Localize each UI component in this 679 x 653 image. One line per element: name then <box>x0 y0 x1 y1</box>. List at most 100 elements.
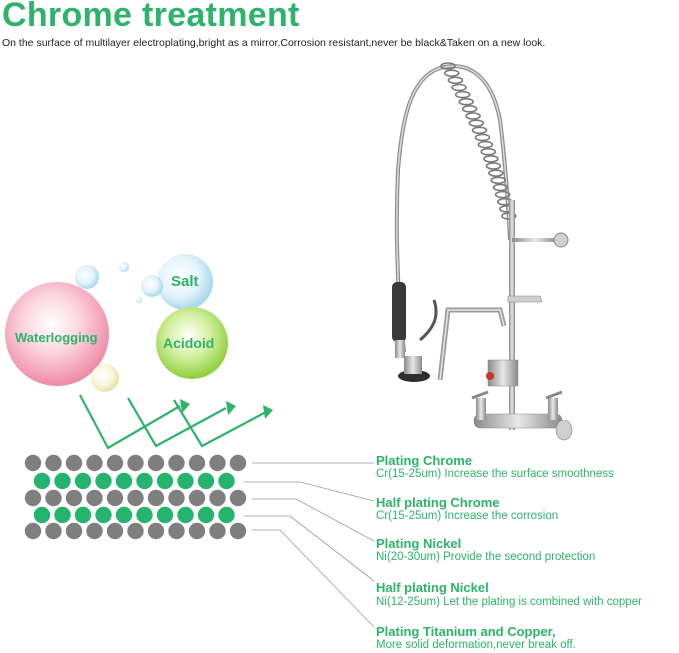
layer-dot <box>156 506 174 524</box>
bubble-small-blue <box>75 265 99 289</box>
leader-lines <box>244 462 375 628</box>
faucet-riser <box>509 200 515 430</box>
layer-dot <box>177 506 194 524</box>
layer-dot <box>74 506 92 524</box>
layer-3-title: Plating Nickel <box>376 536 462 551</box>
layer-dot <box>24 522 42 540</box>
layer-dot <box>209 489 226 507</box>
layer-dot <box>136 506 153 524</box>
layer-dot <box>33 472 51 490</box>
layer-dot <box>229 454 247 472</box>
layer-dot <box>188 489 206 507</box>
layer-2-title: Half plating Chrome <box>376 495 500 510</box>
layer-dot <box>65 489 83 507</box>
spring-coil-ring <box>488 169 504 177</box>
layer-dot <box>95 472 112 490</box>
spring-coil-ring <box>454 90 471 99</box>
spring-coil-ring <box>461 105 478 113</box>
spring-coil-ring <box>451 83 467 92</box>
layer-1-desc: Cr(15-25um) Increase the surface smoothn… <box>376 468 614 480</box>
layer-dot <box>115 472 133 490</box>
layer-dot <box>127 489 144 507</box>
layer-dot <box>95 506 112 524</box>
layer-dot <box>209 522 226 540</box>
bubble-label-acidoid: Acidoid <box>163 335 215 351</box>
bubble-label-salt: Salt <box>171 273 199 290</box>
layer-dot <box>86 454 103 472</box>
layer-3-desc: Ni(20-30um) Provide the second protectio… <box>376 551 596 563</box>
layer-dot <box>45 522 62 540</box>
attack-arrows <box>79 394 273 450</box>
spring-coil-ring <box>440 62 456 70</box>
spring-coil-ring <box>477 140 494 149</box>
layer-dot <box>229 522 247 540</box>
bubble-waterlogging <box>5 282 109 386</box>
layer-4-title: Half plating Nickel <box>376 580 489 595</box>
spring-coil-ring <box>490 176 507 185</box>
bubble-yellow <box>91 364 119 392</box>
layer-dot <box>136 472 153 490</box>
layer-dot <box>45 489 62 507</box>
faucet-image <box>392 62 573 441</box>
spring-coil-ring <box>458 97 475 106</box>
layer-5-title: Plating Titanium and Copper, <box>376 624 556 639</box>
spring-coil-ring <box>485 162 502 170</box>
layer-dot <box>147 489 165 507</box>
bubbles <box>5 254 228 392</box>
layer-dot <box>218 506 235 524</box>
layer-dot <box>188 454 206 472</box>
layer-dot <box>74 472 92 490</box>
page-title: Chrome treatment <box>2 0 300 34</box>
layer-dot <box>229 489 247 507</box>
layer-dot <box>147 454 165 472</box>
layer-dot <box>106 522 124 540</box>
spring-coil-ring <box>474 133 491 142</box>
layer-dot <box>115 506 133 524</box>
page-subtitle: On the surface of multilayer electroplat… <box>2 37 546 49</box>
layer-dot <box>45 454 62 472</box>
spring-coil-ring <box>468 119 485 127</box>
layer-dot <box>86 489 103 507</box>
bubble-label-waterlogging: Waterlogging <box>15 330 98 345</box>
layer-1-title: Plating Chrome <box>376 453 473 468</box>
layer-dot <box>24 454 42 472</box>
layer-dot <box>86 522 103 540</box>
spring-coil-ring <box>494 190 511 199</box>
layer-dot <box>127 522 144 540</box>
layer-dot <box>168 489 185 507</box>
layer-dot <box>188 522 206 540</box>
bubble-tiny-blue <box>119 262 129 272</box>
layer-dot <box>65 454 83 472</box>
layer-dot <box>156 472 174 490</box>
spring-coil-ring <box>483 155 499 163</box>
layer-dot <box>218 472 235 490</box>
layer-dot <box>106 489 124 507</box>
layer-dot <box>106 454 124 472</box>
layer-dot <box>209 454 226 472</box>
plating-layers-diagram <box>24 454 247 540</box>
layer-dot <box>65 522 83 540</box>
spring-coil-ring <box>447 76 464 85</box>
layer-dot <box>177 472 194 490</box>
bubble-salt-small <box>141 275 163 297</box>
layer-dot <box>33 506 51 524</box>
spring-coil-ring <box>480 147 497 156</box>
bubble-salt <box>157 254 213 310</box>
layer-dot <box>197 472 215 490</box>
layer-dot <box>54 472 71 490</box>
spray-handle <box>392 282 406 342</box>
layer-5-desc: More solid deformation,never break off. <box>376 639 576 651</box>
spring-coil-ring <box>501 212 517 220</box>
spring-coil-ring <box>465 112 481 120</box>
bubble-acidoid <box>156 307 228 379</box>
layer-dot <box>24 489 42 507</box>
layer-2-desc: Cr(15-25um) Increase the corrosion <box>376 510 559 522</box>
layer-dot <box>127 454 144 472</box>
bubble-tiny <box>136 297 142 303</box>
spring-coil-ring <box>492 183 509 192</box>
layer-dot <box>147 522 165 540</box>
spring-coil-ring <box>471 126 488 135</box>
layer-4-desc: Ni(12-25um) Let the plating is combined … <box>376 596 642 608</box>
layer-dot <box>168 522 185 540</box>
